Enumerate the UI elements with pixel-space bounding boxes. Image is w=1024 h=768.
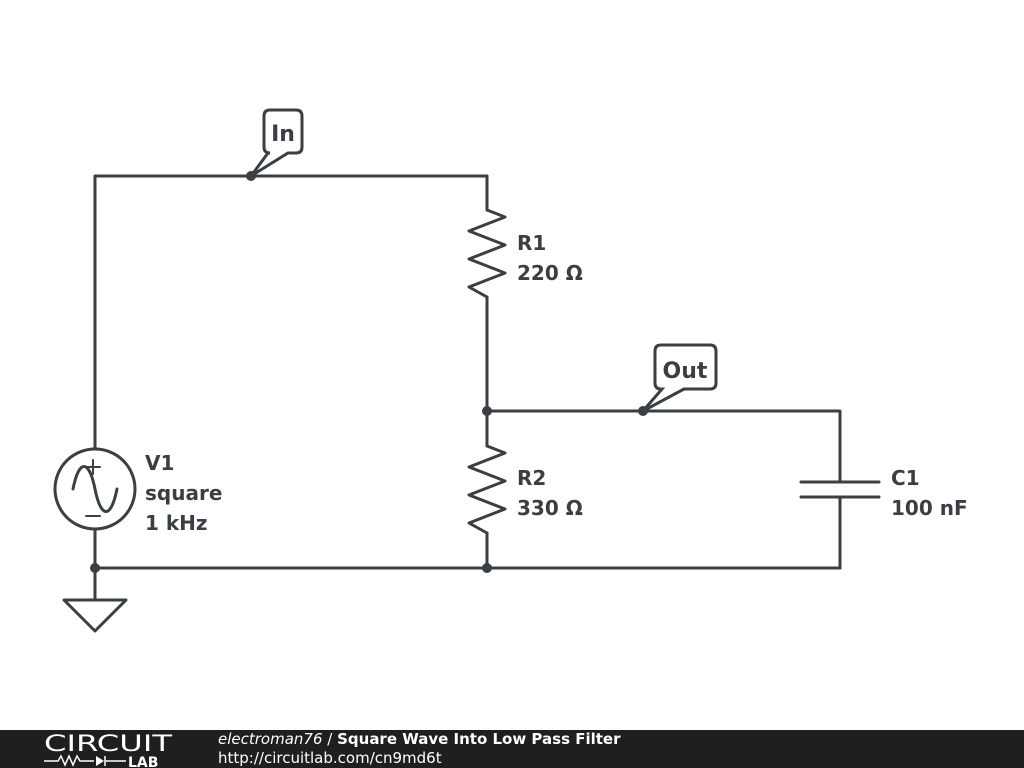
footer-separator: /	[322, 730, 338, 748]
r1-name: R1	[517, 231, 546, 255]
v1-type: square	[145, 481, 222, 505]
logo-top-text: CIRCUIT	[44, 732, 173, 757]
circuit-schematic: In Out R1 220 Ω R2 330 Ω C1 100 nF V1 sq…	[53, 108, 968, 633]
v1-name: V1	[145, 451, 174, 475]
c1-value: 100 nF	[891, 496, 968, 520]
junction-dot-gnd-mid	[482, 563, 492, 573]
footer-title-line: electroman76 / Square Wave Into Low Pass…	[218, 730, 621, 749]
wire-ground-rail	[93, 528, 842, 570]
net-label-in-text: In	[271, 122, 295, 147]
logo-resistor-icon	[44, 754, 94, 767]
circuit-url-link[interactable]: http://circuitlab.com/cn9md6t	[218, 749, 442, 767]
resistor-r2[interactable]	[467, 444, 507, 535]
net-label-out-text: Out	[663, 359, 708, 384]
wire-out	[485, 409, 842, 484]
wire-top	[93, 174, 489, 450]
ground-icon	[62, 598, 128, 633]
sine-wave-icon	[71, 465, 119, 513]
footer-bar: CIRCUIT LAB electroman76 / Square Wave I…	[0, 730, 1024, 768]
junction-dot-gnd-left	[90, 563, 100, 573]
r2-value: 330 Ω	[517, 496, 583, 520]
logo-diode-icon	[96, 756, 104, 766]
circuitlab-logo[interactable]: CIRCUIT LAB	[44, 731, 184, 767]
wires	[93, 174, 842, 602]
junction-dot-node	[482, 406, 492, 416]
r2-name: R2	[517, 466, 546, 490]
c1-name: C1	[891, 466, 920, 490]
net-label-out[interactable]: Out	[641, 343, 718, 413]
v1-freq: 1 kHz	[145, 511, 208, 535]
capacitor-c1[interactable]	[799, 480, 881, 499]
net-label-in[interactable]: In	[249, 108, 304, 178]
author-name[interactable]: electroman76	[218, 730, 323, 748]
footer-url-line: http://circuitlab.com/cn9md6t	[218, 749, 442, 768]
circuit-title: Square Wave Into Low Pass Filter	[337, 730, 621, 748]
r1-value: 220 Ω	[517, 261, 583, 285]
resistor-r1[interactable]	[467, 208, 507, 299]
logo-bottom-text: LAB	[128, 755, 158, 767]
voltage-source-v1[interactable]	[53, 447, 137, 531]
